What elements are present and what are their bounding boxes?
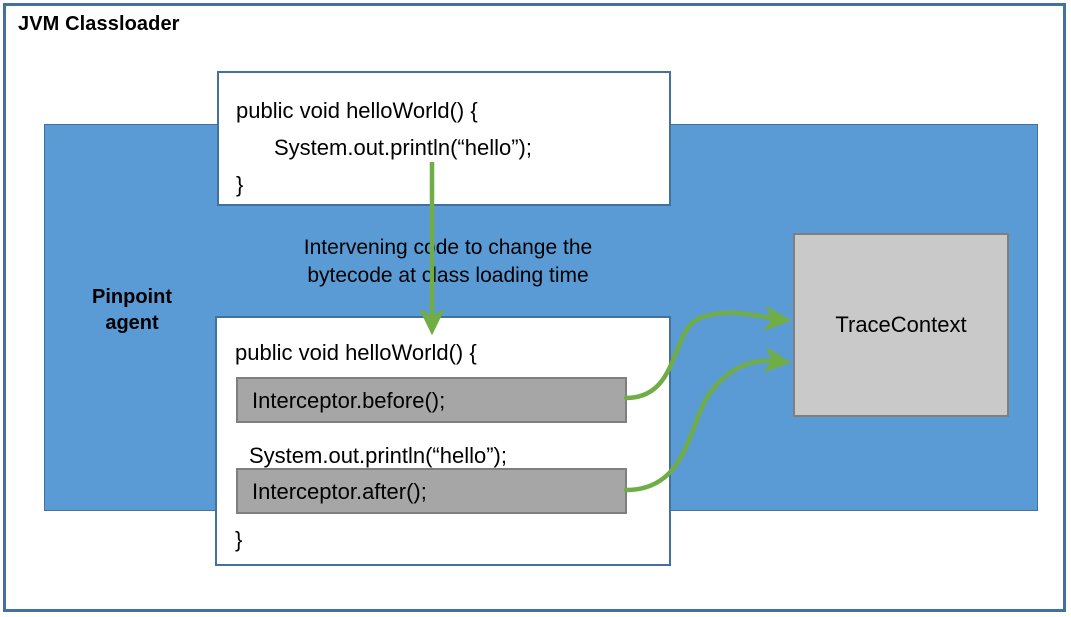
interceptor-before-bar: Interceptor.before(); (236, 377, 627, 423)
original-code-line-1: public void helloWorld() { (236, 98, 478, 123)
interceptor-after-bar: Interceptor.after(); (236, 468, 627, 514)
pinpoint-agent-label-line1: Pinpoint (92, 286, 172, 308)
jvm-classloader-title: JVM Classloader (18, 13, 180, 35)
interceptor-before-label: Interceptor.before(); (252, 388, 446, 413)
transform-caption-line1: Intervening code to change the (303, 236, 593, 259)
original-code-line-2: System.out.println(“hello”); (274, 135, 532, 160)
pinpoint-agent-label-line2: agent (105, 311, 159, 334)
transform-caption: Intervening code to change the bytecode … (248, 234, 648, 291)
pinpoint-agent-label: Pinpoint agent (62, 285, 202, 336)
instrumented-code-box: public void helloWorld() { Interceptor.b… (215, 316, 671, 566)
original-code-box: public void helloWorld() { System.out.pr… (217, 71, 671, 206)
instrumented-code-line-3: System.out.println(“hello”); (249, 443, 507, 468)
instrumented-code-line-1: public void helloWorld() { (235, 340, 477, 365)
interceptor-after-label: Interceptor.after(); (252, 479, 427, 504)
trace-context-label: TraceContext (835, 312, 967, 337)
original-code-line-3: } (236, 172, 244, 197)
trace-context-box: TraceContext (793, 233, 1009, 417)
instrumented-code-line-5: } (235, 527, 243, 552)
transform-caption-line2: bytecode at class loading time (307, 264, 589, 288)
